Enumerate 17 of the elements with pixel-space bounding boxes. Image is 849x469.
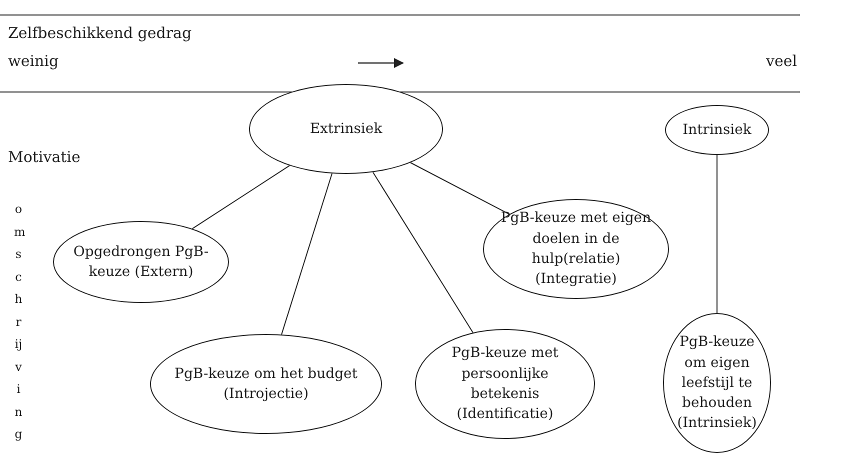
axis-title: Zelfbeschikkend gedrag bbox=[8, 24, 192, 42]
ellipse-node: PgB-keuze om het budget (Introjectie) bbox=[150, 334, 382, 434]
connector-line bbox=[716, 154, 718, 314]
connector-line bbox=[281, 173, 333, 335]
connector-line bbox=[410, 162, 510, 215]
column-label: omschrijving bbox=[14, 201, 23, 443]
ellipse-node: PgB-keuze met persoonlijke betekenis (Identificatie) bbox=[415, 329, 595, 439]
connector-line bbox=[372, 172, 474, 334]
ellipse-node: Extrinsiek bbox=[249, 84, 443, 174]
ellipse-node: Opgedrongen PgB-keuze (Extern) bbox=[53, 221, 229, 303]
scale-label: weinig bbox=[8, 52, 59, 70]
row-label: Motivatie bbox=[8, 148, 80, 166]
ellipse-node: PgB-keuze om eigen leefstijl te behouden (Intrinsiek) bbox=[663, 313, 771, 453]
scale-label: veel bbox=[766, 52, 798, 70]
ellipse-node: Intrinsiek bbox=[665, 105, 769, 155]
connector-line bbox=[192, 165, 290, 230]
ellipse-node: PgB-keuze met eigen doelen in de hulp(relatie) (Integratie) bbox=[483, 199, 669, 299]
